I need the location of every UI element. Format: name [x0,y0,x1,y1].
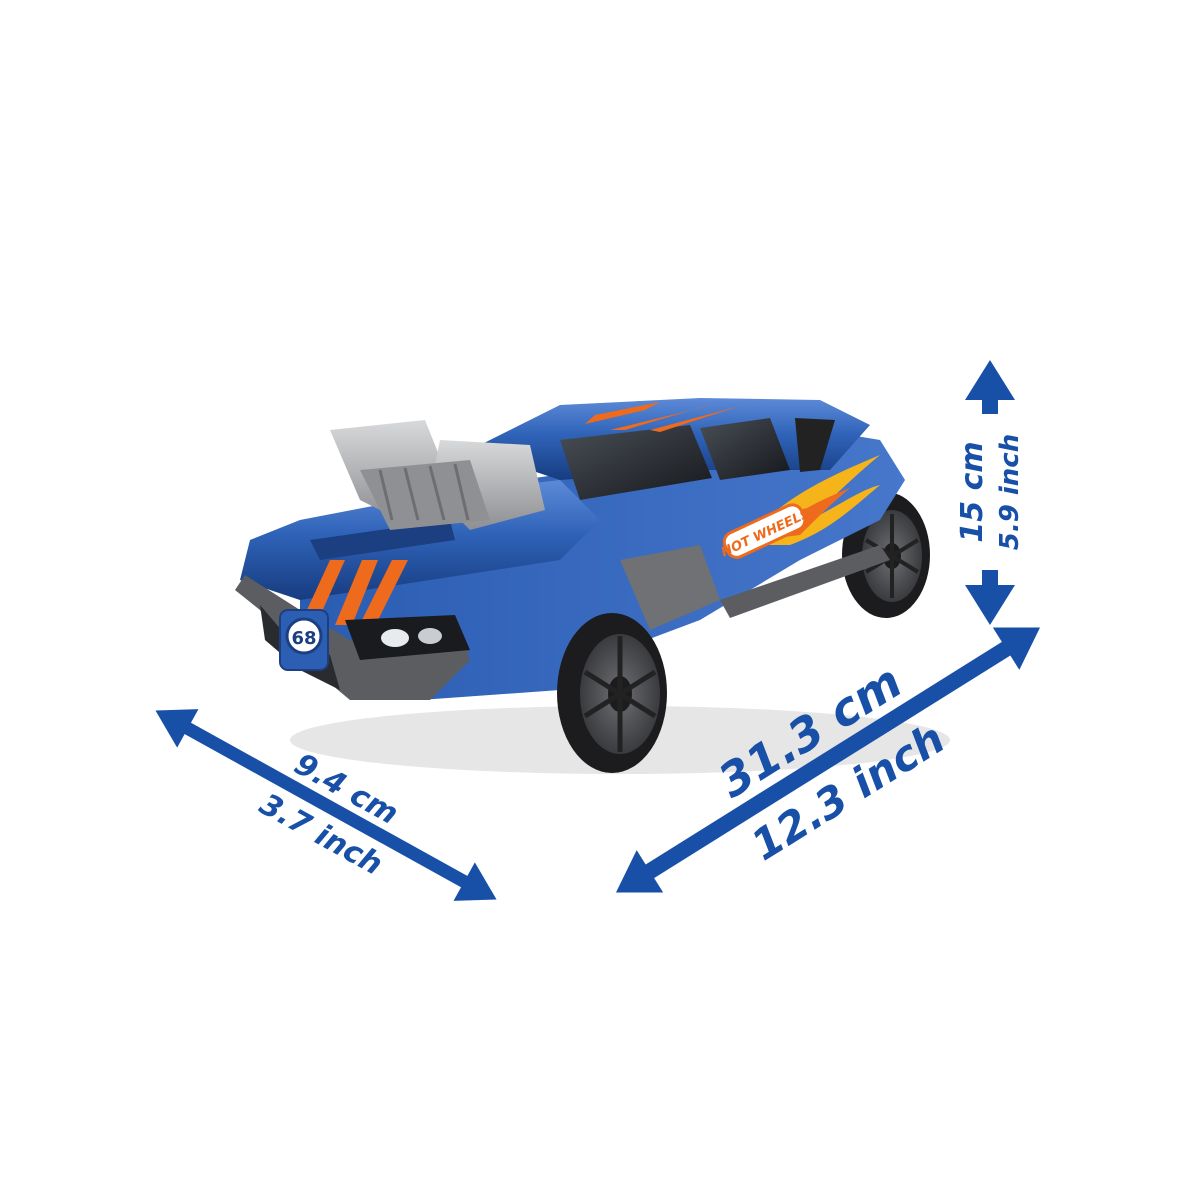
side-window [700,418,790,480]
number-badge: 68 [279,609,329,671]
roof-stripe [585,402,660,424]
side-exhaust [620,545,720,630]
height-imperial: 5.9 inch [995,434,1025,550]
side-skirt [720,545,890,618]
arrow-head-up [965,360,1015,400]
headlight [345,615,470,660]
hood-stripe [300,560,345,625]
arrow-head-right [992,627,1041,670]
height-metric: 15 cm [955,441,990,542]
front-wheel [557,613,667,773]
arrow-head-left [615,850,664,893]
hood-stripe [362,560,408,620]
front-bumper [235,575,470,700]
arrow-head-right [453,862,497,901]
hood-stripe [335,560,378,625]
car-number: 68 [291,628,316,649]
hood-vent [310,520,455,560]
roof-stripe [650,402,752,432]
rear-window [795,418,835,472]
engine-blower [330,420,545,530]
windshield [560,425,712,500]
toy-car: 68 HOT WHEELS [235,398,950,774]
height-dimension: 15 cm 5.9 inch [954,360,1026,625]
arrow-head-down [965,585,1015,625]
arrow-head-left [155,709,199,748]
